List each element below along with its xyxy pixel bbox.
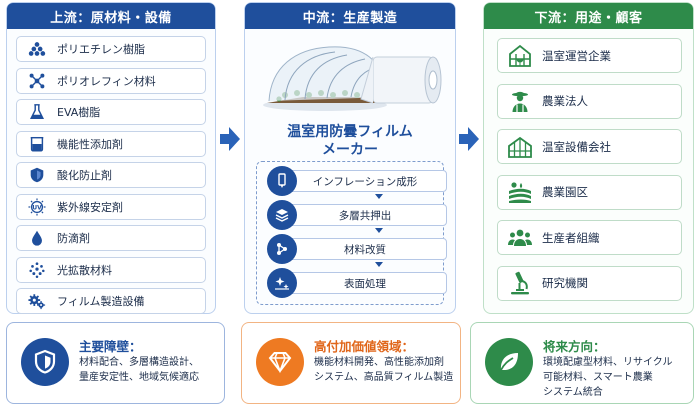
list-item-label: ポリエチレン樹脂 (57, 43, 145, 56)
list-item: 農業法人 (497, 83, 682, 119)
shield-icon (17, 166, 57, 184)
greenhouse-film-illustration (263, 46, 442, 111)
upstream-panel: 上流：原材料・設備 ポリエチレン樹脂 ポリオレフィン材料 EVA樹脂 機能性添加… (6, 2, 216, 314)
pellets-icon (17, 40, 57, 58)
list-item-label: 研究機関 (542, 276, 588, 290)
layers-icon (267, 200, 297, 230)
upstream-title: 上流：原材料・設備 (7, 3, 215, 29)
list-item: 防滴剤 (16, 225, 206, 251)
maker-title-line1: 温室用防曇フィルム (287, 124, 413, 140)
process-flow: インフレーション成形 多層共押出 材料改質 表面処理 (256, 161, 447, 305)
list-item: EVA樹脂 (16, 99, 206, 125)
process-step-label: 多層共押出 (338, 209, 392, 222)
beaker-icon (17, 135, 57, 153)
molecule-icon (17, 72, 57, 90)
value-card: 高付加価値領域： 機能材料開発、高性能添加剤 システム、高品質フィルム製造 (241, 322, 461, 404)
barriers-title: 主要障壁： (79, 339, 142, 354)
list-item-label: 生産者組織 (542, 230, 600, 245)
list-item-label: 農業法人 (542, 94, 588, 108)
shield-icon (21, 338, 69, 386)
midstream-panel: 中流：生産製造 温室用防曇フィルム メーカー インフレーション成形 多層共押出 … (244, 2, 456, 314)
uv-icon: UV (17, 197, 57, 216)
list-item-label: EVA樹脂 (57, 106, 101, 119)
people-icon (498, 225, 542, 251)
flow-arrow-right-icon (459, 127, 479, 151)
farmer-icon (498, 88, 542, 114)
process-step-label-box: 表面処理 (271, 272, 447, 294)
maker-title: 温室用防曇フィルム メーカー (245, 123, 455, 159)
process-step-label: 表面処理 (344, 277, 386, 290)
list-item: ポリエチレン樹脂 (16, 36, 206, 62)
dots-icon (17, 261, 57, 279)
list-item: 機能性添加剤 (16, 130, 206, 157)
list-item: 研究機関 (497, 265, 682, 301)
barriers-line: 材料配合、多層構造設計、 (79, 357, 199, 368)
process-step-label: 材料改質 (344, 243, 386, 256)
process-step-label-box: 材料改質 (271, 238, 447, 260)
droplet-icon (17, 229, 57, 247)
future-card: 将来方向： 環境配慮型材料、リサイクル 可能材料、スマート農業 システム統合 (470, 322, 694, 404)
downstream-list: 温室運営企業 農業法人 温室設備会社 農業園区 生産者組織 研究機関 (497, 38, 682, 311)
list-item-label: 紫外線安定剤 (57, 200, 123, 214)
greenhouse-icon (498, 43, 542, 69)
svg-text:UV: UV (32, 205, 42, 211)
barriers-line: 量産安定性、地域気候適応 (79, 372, 199, 383)
list-item-label: 光拡散材料 (57, 263, 112, 277)
process-step-label-box: 多層共押出 (271, 204, 447, 226)
list-item-label: 酸化防止剤 (57, 169, 112, 182)
leaf-icon (485, 338, 533, 386)
list-item-label: 温室設備会社 (542, 139, 611, 154)
flow-arrow-down-icon (375, 262, 383, 267)
midstream-title: 中流：生産製造 (245, 3, 455, 29)
list-item: ポリオレフィン材料 (16, 67, 206, 94)
flow-arrow-right-icon (220, 127, 240, 151)
diamond-icon (256, 338, 304, 386)
list-item-label: フィルム製造設備 (57, 295, 145, 308)
list-item: UV 紫外線安定剤 (16, 193, 206, 220)
list-item-label: 機能性添加剤 (57, 137, 123, 151)
list-item: 光拡散材料 (16, 256, 206, 283)
sparkle-icon (267, 268, 297, 298)
nodes-icon (267, 234, 297, 264)
process-step-label-box: インフレーション成形 (271, 170, 447, 192)
downstream-title: 下流：用途・顧客 (484, 3, 693, 29)
future-line: 可能材料、スマート農業 (543, 372, 653, 383)
farmland-icon (498, 179, 542, 205)
list-item: フィルム製造設備 (16, 288, 206, 314)
list-item-label: 温室運営企業 (542, 48, 611, 63)
extruder-icon (267, 166, 297, 196)
process-step-label: インフレーション成形 (312, 175, 418, 188)
list-item-label: 農業園区 (542, 185, 588, 199)
greenhouse-frame-icon (498, 134, 542, 160)
future-line: 環境配慮型材料、リサイクル (543, 357, 673, 368)
microscope-icon (498, 270, 542, 296)
list-item: 農業園区 (497, 174, 682, 210)
list-item: 生産者組織 (497, 220, 682, 255)
downstream-panel: 下流：用途・顧客 温室運営企業 農業法人 温室設備会社 農業園区 生産者組織 研… (483, 2, 694, 314)
list-item: 温室設備会社 (497, 129, 682, 164)
value-line: システム、高品質フィルム製造 (314, 372, 454, 383)
list-item-label: ポリオレフィン材料 (57, 74, 156, 88)
value-line: 機能材料開発、高性能添加剤 (314, 357, 444, 368)
future-text: 環境配慮型材料、リサイクル 可能材料、スマート農業 システム統合 (543, 355, 673, 400)
flow-arrow-down-icon (375, 228, 383, 233)
barriers-card: 主要障壁： 材料配合、多層構造設計、 量産安定性、地域気候適応 (6, 322, 225, 404)
future-title: 将来方向： (543, 339, 606, 354)
list-item: 酸化防止剤 (16, 162, 206, 188)
value-title: 高付加価値領域： (314, 339, 415, 354)
flow-arrow-down-icon (375, 194, 383, 199)
barriers-text: 材料配合、多層構造設計、 量産安定性、地域気候適応 (79, 355, 199, 385)
maker-title-line2: メーカー (322, 142, 378, 158)
list-item-label: 防滴剤 (57, 232, 90, 245)
upstream-list: ポリエチレン樹脂 ポリオレフィン材料 EVA樹脂 機能性添加剤 酸化防止剤 UV… (16, 36, 206, 320)
future-line: システム統合 (543, 387, 603, 398)
value-text: 機能材料開発、高性能添加剤 システム、高品質フィルム製造 (314, 355, 453, 385)
list-item: 温室運営企業 (497, 38, 682, 73)
flask-icon (17, 103, 57, 121)
gears-icon (17, 292, 57, 310)
